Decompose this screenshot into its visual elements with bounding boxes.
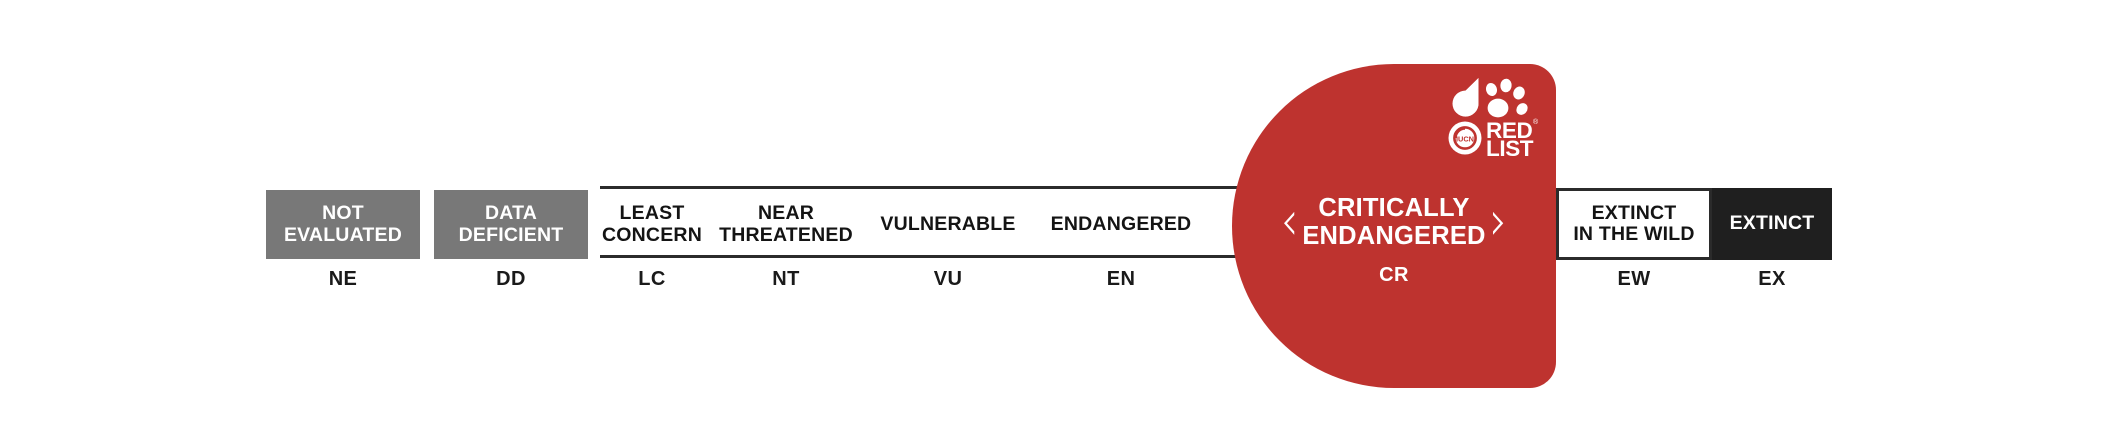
category-abbr-ne: NE [328, 268, 358, 290]
category-label-ew: EXTINCT IN THE WILD [1573, 201, 1695, 245]
category-band-ex: EXTINCT [1712, 188, 1832, 260]
svg-text:LIST: LIST [1486, 136, 1534, 158]
category-abbr-vu: VU [933, 268, 963, 290]
category-critically-endangered[interactable]: IUCN RED LIST ® ‹ CRITICALLY ENDANGERED … [1232, 64, 1556, 388]
category-band-nt: NEAR THREATENED [712, 190, 860, 259]
category-label-cr: CRITICALLY ENDANGERED [1302, 194, 1486, 250]
category-band-lc: LEAST CONCERN [600, 190, 704, 259]
category-abbr-ew: EW [1617, 268, 1651, 290]
category-abbr-en: EN [1106, 268, 1136, 290]
category-label-ex: EXTINCT [1729, 212, 1815, 235]
critically-endangered-content: ‹ CRITICALLY ENDANGERED › CR [1232, 64, 1556, 388]
svg-text:RED: RED [1486, 118, 1532, 143]
category-label-en: ENDANGERED [1050, 212, 1192, 235]
category-band-dd: DATA DEFICIENT [434, 190, 588, 259]
category-abbr-dd: DD [496, 268, 526, 290]
category-band-en: ENDANGERED [1036, 190, 1206, 259]
iucn-red-list-logo: IUCN RED LIST ® [1432, 76, 1540, 161]
chevron-right-icon: › [1489, 189, 1508, 254]
category-band-ew: EXTINCT IN THE WILD [1556, 188, 1712, 260]
category-band-ne: NOT EVALUATED [266, 190, 420, 259]
svg-text:®: ® [1533, 118, 1539, 126]
category-abbr-nt: NT [772, 268, 800, 290]
category-abbr-cr: CR [1379, 264, 1409, 286]
category-abbr-ex: EX [1758, 268, 1786, 290]
category-label-nt: NEAR THREATENED [719, 202, 853, 246]
critically-endangered-textrow: ‹ CRITICALLY ENDANGERED › [1232, 186, 1556, 258]
category-label-ne: NOT EVALUATED [283, 202, 403, 246]
category-abbr-lc: LC [638, 268, 666, 290]
category-band-vu: VULNERABLE [872, 190, 1024, 259]
category-label-lc: LEAST CONCERN [602, 202, 702, 246]
chevron-left-icon: ‹ [1280, 189, 1299, 254]
category-label-dd: DATA DEFICIENT [458, 202, 564, 246]
svg-text:IUCN: IUCN [1456, 134, 1474, 143]
category-label-vu: VULNERABLE [880, 212, 1016, 235]
critically-endangered-shape [1232, 64, 1556, 388]
